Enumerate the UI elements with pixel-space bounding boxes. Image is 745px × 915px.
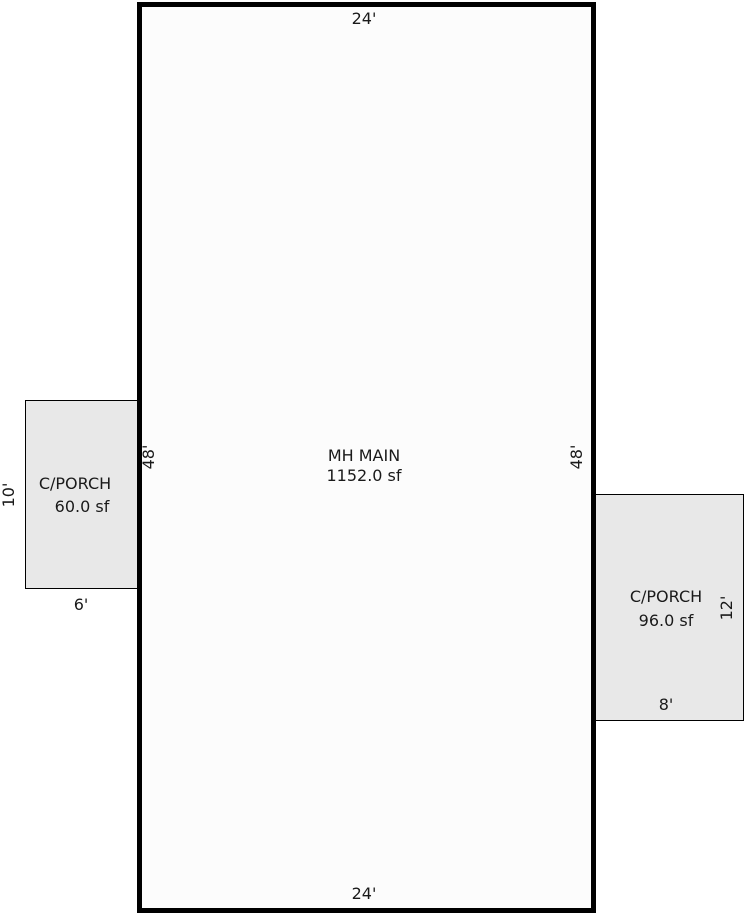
porch-left-name-label: C/PORCH [39,474,111,493]
main-dim-right: 48' [567,445,586,470]
porch-right-area [592,494,744,721]
porch-left-dim-bottom: 6' [74,595,89,614]
main-name-label: MH MAIN [328,446,400,465]
main-structure-area [137,2,596,913]
main-dim-top: 24' [352,9,377,28]
porch-right-area-label: 96.0 sf [639,611,694,630]
porch-right-name-label: C/PORCH [630,587,702,606]
main-area-label: 1152.0 sf [326,466,401,485]
porch-left-dim-side: 10' [0,483,18,508]
porch-right-dim-bottom: 8' [659,695,674,714]
porch-left-area [25,400,138,589]
main-dim-left: 48' [139,445,158,470]
porch-right-dim-side: 12' [717,596,736,621]
porch-left-area-label: 60.0 sf [55,497,110,516]
main-dim-bottom: 24' [352,884,377,903]
